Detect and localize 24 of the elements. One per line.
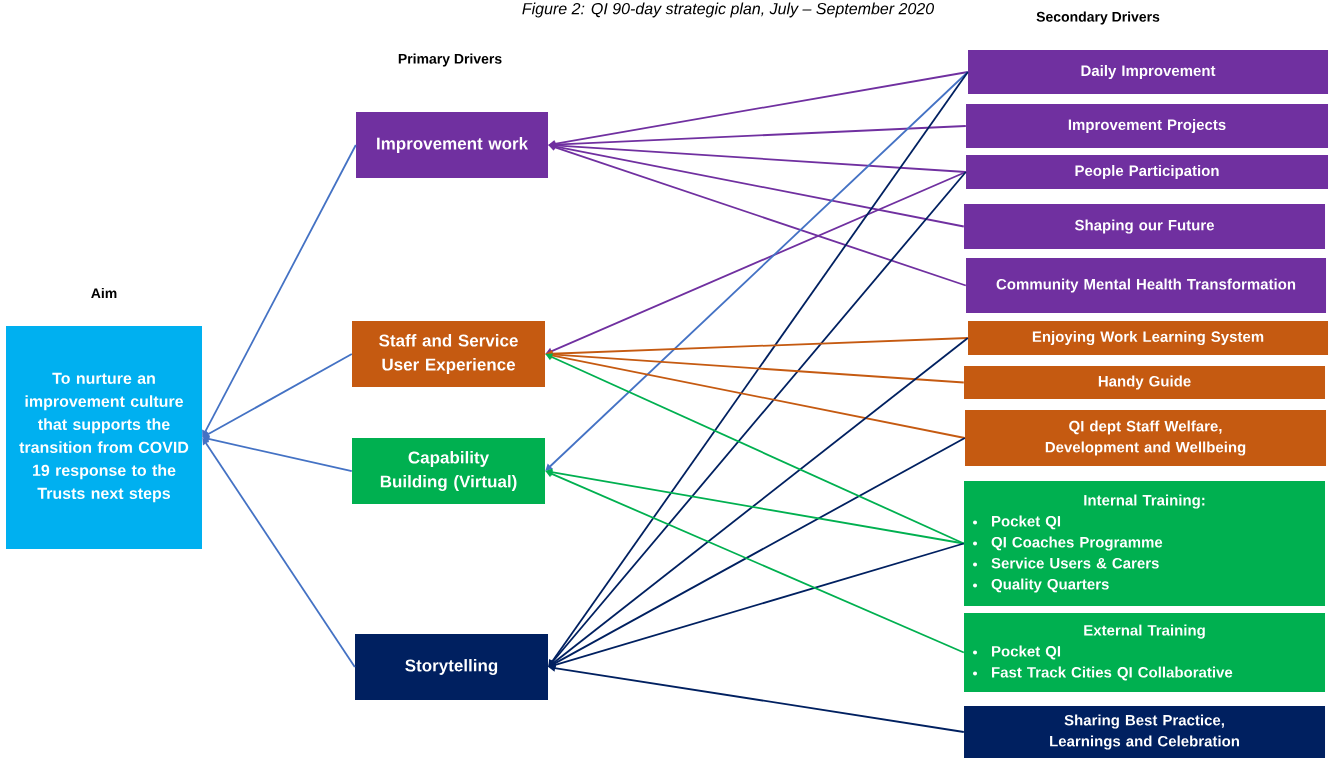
- primary-driver-box: Staff and Service User Experience: [352, 321, 545, 387]
- secondary-driver-box: Internal Training: Pocket QI QI Coaches Programme Service Users & Carers Quality Quarters: [964, 481, 1325, 606]
- column-heading: Primary Drivers: [398, 53, 502, 67]
- arrow: [548, 71, 969, 667]
- secondary-driver-box: External Training Pocket QI Fast Track Cities QI Collaborative: [964, 613, 1325, 692]
- secondary-driver-box: Community Mental Health Transformation: [966, 258, 1326, 313]
- secondary-driver-box: Handy Guide: [964, 366, 1325, 399]
- heading: Aim: [91, 287, 117, 299]
- arrow: [548, 171, 967, 667]
- primary-driver-box: Storytelling: [355, 634, 548, 700]
- column-heading: Secondary Drivers: [1036, 11, 1160, 25]
- secondary-driver-box: Enjoying Work Learning System: [968, 321, 1328, 355]
- primary-driver-box: Capability Building (Virtual): [352, 438, 545, 504]
- arrow: [545, 71, 969, 471]
- secondary-driver-box: People Participation: [966, 155, 1328, 189]
- secondary-driver-box: QI dept Staff Welfare, Development and Wellbeing: [965, 410, 1326, 466]
- secondary-driver-box: Improvement Projects: [966, 104, 1328, 148]
- arrow: [548, 337, 969, 667]
- figure-title: Figure 2: QI 90-day strategic plan, July – September 2020: [522, 2, 934, 18]
- secondary-driver-box: Daily Improvement: [968, 50, 1328, 94]
- secondary-driver-box: Shaping our Future: [964, 204, 1325, 249]
- aim-box: To nurture an improvement culture that supports the transition from COVID 19 response to the Trusts next steps: [6, 326, 202, 549]
- secondary-driver-box: Sharing Best Practice, Learnings and Celebration: [964, 706, 1325, 758]
- primary-driver-box: Improvement work: [356, 112, 548, 178]
